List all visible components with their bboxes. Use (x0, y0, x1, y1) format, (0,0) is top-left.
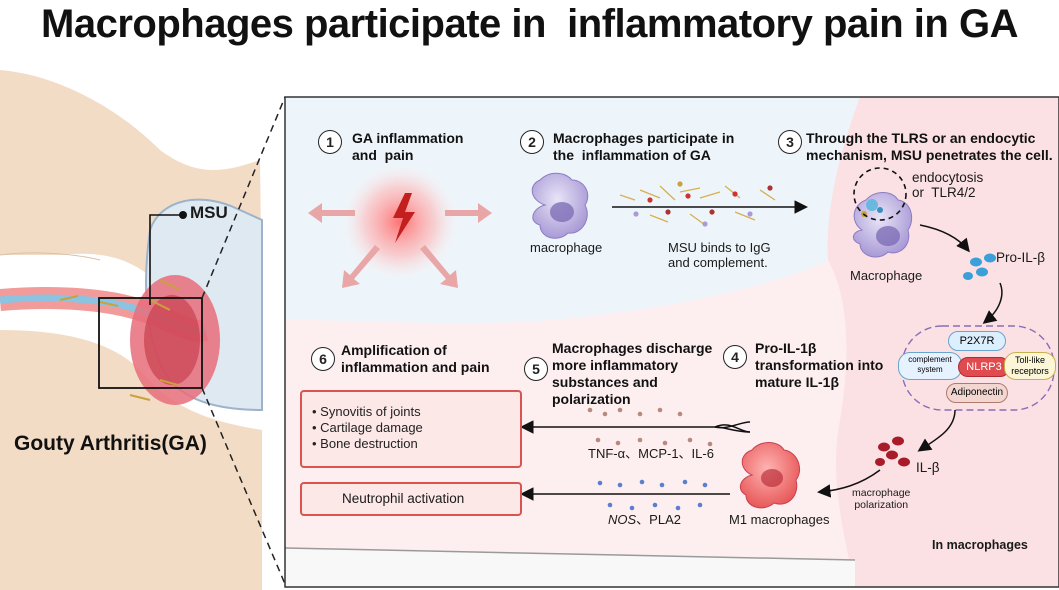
msu-binds-label: MSU binds to IgG and complement. (668, 240, 771, 270)
macrophage-polarization-label: macrophage polarization (852, 487, 911, 511)
neutrophil-box: Neutrophil activation (300, 482, 522, 516)
nos-pla2-label: NOS、PLA2 (608, 512, 681, 527)
complement-system-pill: complement system (898, 352, 962, 380)
step-3-badge: 3 (778, 130, 802, 154)
endocytosis-label: endocytosis or TLR4/2 (912, 170, 984, 200)
step-4-title: Pro-IL-1β transformation into mature IL-… (755, 340, 884, 390)
step-6-title: Amplification of inflammation and pain (341, 342, 490, 375)
macrophage-large (853, 192, 913, 258)
outcome-item: Synovitis of joints (312, 404, 423, 420)
m1-macrophage (739, 442, 800, 509)
step-2-title: Macrophages participate in the inflammat… (553, 130, 735, 163)
inflammation-burst (308, 164, 492, 288)
msu-label: MSU (190, 203, 228, 222)
step-4-badge: 4 (723, 345, 747, 369)
step-2-badge: 2 (520, 130, 544, 154)
pla2-text: 、PLA2 (636, 512, 681, 527)
nlrp3-pill: NLRP3 (958, 357, 1010, 377)
in-macrophages-label: In macrophages (932, 538, 1028, 552)
m1-macrophages-label: M1 macrophages (729, 512, 830, 527)
toll-like-receptors-pill: Toll-like receptors (1004, 352, 1056, 380)
il-beta-label: IL-β (916, 460, 940, 475)
joint-illustration (0, 70, 263, 590)
outcomes-box: Synovitis of joints Cartilage damage Bon… (300, 390, 522, 468)
macrophage-small (531, 172, 589, 239)
step-3-title: Through the TLRS or an endocytic mechani… (806, 130, 1053, 163)
nos-text: NOS (608, 512, 637, 527)
macrophage-label: macrophage (530, 240, 603, 255)
step-1-badge: 1 (318, 130, 342, 154)
outcome-item: Bone destruction (312, 436, 423, 452)
p2x7r-pill: P2X7R (948, 331, 1006, 351)
step-5-title: Macrophages discharge more inflammatory … (552, 340, 713, 407)
macrophage-caption: Macrophage (850, 268, 923, 283)
step-1-title: GA inflammation and pain (352, 130, 464, 163)
page-title: Macrophages participate in inflammatory … (41, 2, 1018, 46)
neutrophil-label: Neutrophil activation (342, 491, 465, 506)
pro-il1b-label: Pro-IL-β (996, 250, 1046, 265)
adiponectin-pill: Adiponectin (946, 383, 1008, 403)
cytokines-label: TNF-α、MCP-1、IL-6 (588, 446, 714, 461)
step-6-badge: 6 (311, 347, 335, 371)
gouty-arthritis-label: Gouty Arthritis(GA) (14, 432, 207, 455)
outcome-item: Cartilage damage (312, 420, 423, 436)
step-5-badge: 5 (524, 357, 548, 381)
msu-crystals (619, 185, 776, 226)
